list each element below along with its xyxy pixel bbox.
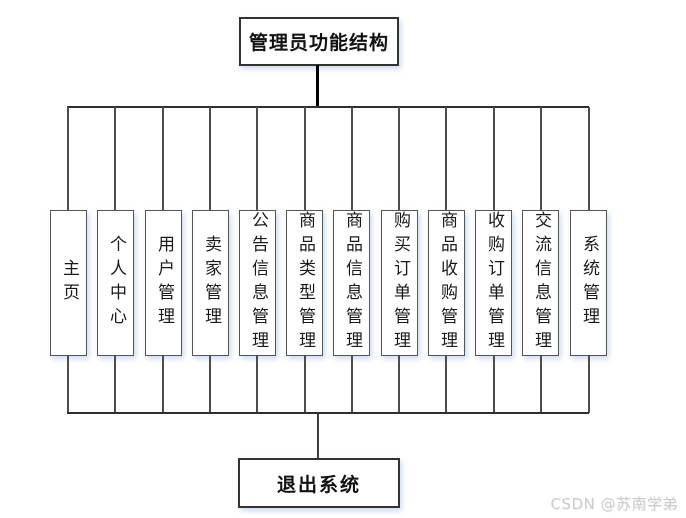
branch-node-label: 用户管理 [154, 235, 174, 331]
connector-line [256, 355, 258, 413]
csdn-watermark: CSDN @苏南学弟 [550, 495, 678, 513]
connector-line [209, 355, 211, 413]
branch-node-purchase-order-management: 购买订单管理 [381, 210, 418, 356]
branch-node-label: 交流信息管理 [531, 211, 551, 355]
exit-connector-line [317, 413, 319, 459]
connector-line [304, 107, 306, 211]
root-node-label: 管理员功能结构 [248, 32, 389, 54]
branch-node-label: 公告信息管理 [248, 211, 268, 355]
connector-line [398, 355, 400, 413]
branch-node-label: 系统管理 [579, 235, 599, 331]
branch-node-label: 商品收购管理 [437, 211, 457, 355]
connector-line [162, 107, 164, 211]
connector-line [256, 107, 258, 211]
connector-line [445, 107, 447, 211]
connector-line [351, 355, 353, 413]
connector-line [209, 107, 211, 211]
branch-node-label: 收购订单管理 [484, 211, 504, 355]
branch-node-product-info-management: 商品信息管理 [333, 210, 370, 356]
branch-node-seller-management: 卖家管理 [192, 210, 229, 356]
connector-line [493, 107, 495, 211]
connector-line [398, 107, 400, 211]
bottom-bus-line [67, 412, 589, 414]
connector-line [304, 355, 306, 413]
branch-node-personal-center: 个人中心 [97, 210, 134, 356]
branch-node-label: 主页 [59, 259, 79, 307]
branch-node-label: 商品类型管理 [295, 211, 315, 355]
connector-line [588, 107, 590, 211]
connector-line [540, 107, 542, 211]
connector-line [67, 355, 69, 413]
connector-line [162, 355, 164, 413]
root-connector-line [316, 65, 319, 107]
connector-line [540, 355, 542, 413]
branch-node-product-type-management: 商品类型管理 [286, 210, 323, 356]
branch-node-home: 主页 [50, 210, 87, 356]
branch-node-acquisition-order-management: 收购订单管理 [475, 210, 512, 356]
branch-node-announcement-info-management: 公告信息管理 [239, 210, 276, 356]
branch-node-communication-info-management: 交流信息管理 [522, 210, 559, 356]
root-node: 管理员功能结构 [239, 17, 399, 66]
branch-node-product-acquisition-management: 商品收购管理 [428, 210, 465, 356]
branch-node-label: 商品信息管理 [342, 211, 362, 355]
branch-node-label: 购买订单管理 [390, 211, 410, 355]
exit-node: 退出系统 [238, 458, 400, 508]
top-bus-line [67, 106, 589, 108]
connector-line [114, 107, 116, 211]
connector-line [114, 355, 116, 413]
connector-line [445, 355, 447, 413]
branch-node-label: 卖家管理 [201, 235, 221, 331]
exit-node-label: 退出系统 [276, 473, 361, 496]
connector-line [588, 355, 590, 413]
branch-node-label: 个人中心 [106, 235, 126, 331]
branch-node-system-management: 系统管理 [570, 210, 607, 356]
branch-node-user-management: 用户管理 [145, 210, 182, 356]
connector-line [351, 107, 353, 211]
connector-line [493, 355, 495, 413]
connector-line [67, 107, 69, 211]
